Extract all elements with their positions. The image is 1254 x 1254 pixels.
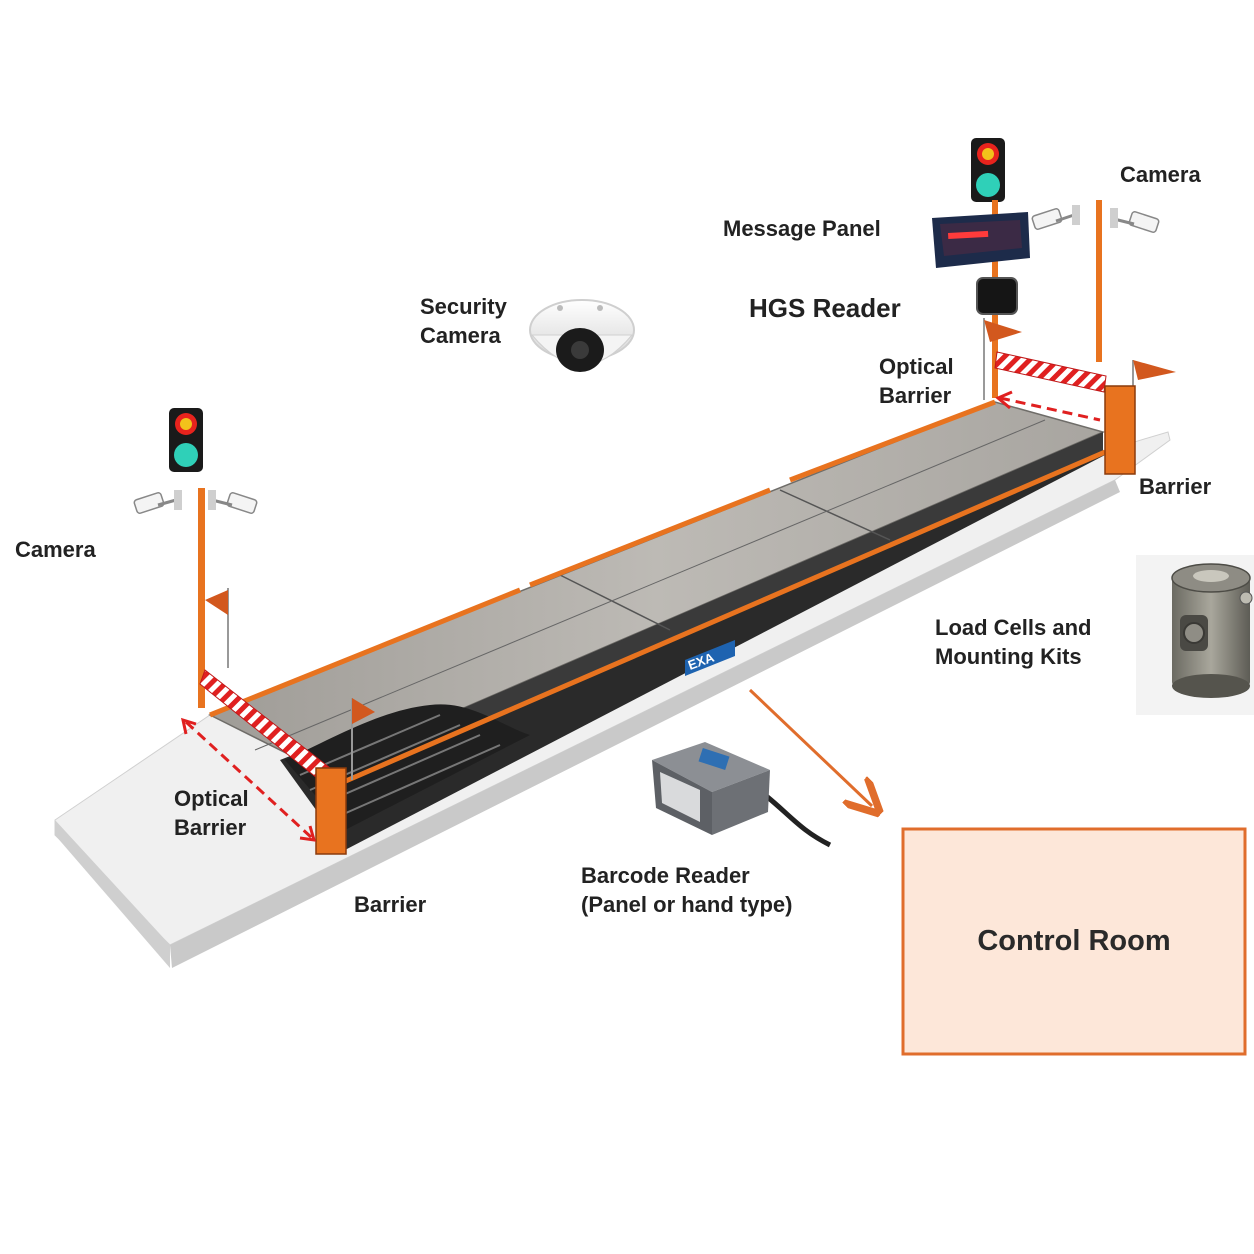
label-load-cells: Load Cells and Mounting Kits — [935, 613, 1091, 671]
rail-left — [209, 587, 521, 718]
barrier-post — [1104, 385, 1136, 475]
cctv-camera-icon — [133, 490, 182, 514]
rail-left — [789, 399, 996, 483]
dome-camera-icon — [529, 299, 635, 372]
label-line: Barrier — [879, 383, 952, 408]
optical-barrier-beam — [999, 396, 1101, 422]
label-barrier-left: Barrier — [354, 890, 426, 919]
label-barcode-reader: Barcode Reader (Panel or hand type) — [581, 861, 792, 919]
label-line: Barrier — [174, 815, 247, 840]
deck-front-face — [320, 432, 1103, 792]
label-line: Camera — [1120, 162, 1201, 187]
label-line: Camera — [15, 537, 96, 562]
label-barrier-right: Barrier — [1139, 472, 1211, 501]
label-optical-barrier-left: Optical Barrier — [174, 784, 249, 842]
flag-icon — [983, 318, 1022, 400]
label-line: Barrier — [354, 892, 427, 917]
camera-pole — [198, 488, 205, 708]
barrier-post — [315, 767, 347, 855]
label-security-camera: Security Camera — [420, 292, 507, 350]
label-line: Load Cells and — [935, 615, 1092, 640]
label-line: Security — [420, 294, 507, 319]
rail-right — [324, 449, 1106, 793]
label-line: Barcode Reader — [581, 863, 750, 888]
arrow-icon — [995, 390, 1013, 410]
label-message-panel: Message Panel — [723, 214, 881, 243]
control-room-box — [901, 827, 1247, 1056]
label-camera-left: Camera — [15, 535, 96, 564]
label-line: Mounting Kits — [935, 644, 1082, 669]
hgs-reader-icon — [976, 277, 1018, 315]
label-line: Message Panel — [723, 216, 881, 241]
cctv-camera-icon — [208, 490, 258, 514]
traffic-light-icon — [169, 408, 203, 472]
deck-joint — [779, 489, 891, 541]
rail-left — [529, 487, 771, 588]
label-line: Barrier — [1139, 474, 1212, 499]
flag-icon — [1132, 360, 1176, 410]
barrier-gate-icon — [994, 351, 1107, 393]
load-cell-icon — [1136, 555, 1254, 715]
cctv-camera-icon — [1031, 205, 1080, 230]
cctv-camera-icon — [1110, 208, 1160, 233]
base-front-face — [170, 480, 1120, 968]
arrow-icon — [299, 825, 317, 842]
data-flow-arrow — [748, 688, 872, 806]
deck-joint — [254, 419, 1046, 751]
label-line: HGS Reader — [749, 293, 901, 323]
optical-barrier-beam — [184, 720, 314, 840]
arrow-icon — [180, 717, 197, 735]
label-line: Optical — [879, 354, 954, 379]
message-panel-icon — [932, 212, 1030, 268]
camera-pole — [1096, 200, 1102, 362]
label-line: (Panel or hand type) — [581, 892, 793, 917]
label-line: Optical — [174, 786, 249, 811]
label-line: Camera — [420, 323, 501, 348]
label-camera-right: Camera — [1120, 160, 1201, 189]
flag-icon — [205, 588, 229, 668]
barcode-reader-icon — [652, 742, 832, 848]
traffic-light-icon — [971, 138, 1005, 202]
ramp-side — [55, 820, 170, 968]
label-optical-barrier-right: Optical Barrier — [879, 352, 954, 410]
deck-joint — [559, 574, 671, 631]
flag-icon — [351, 698, 375, 780]
label-hgs-reader: HGS Reader — [749, 294, 901, 323]
